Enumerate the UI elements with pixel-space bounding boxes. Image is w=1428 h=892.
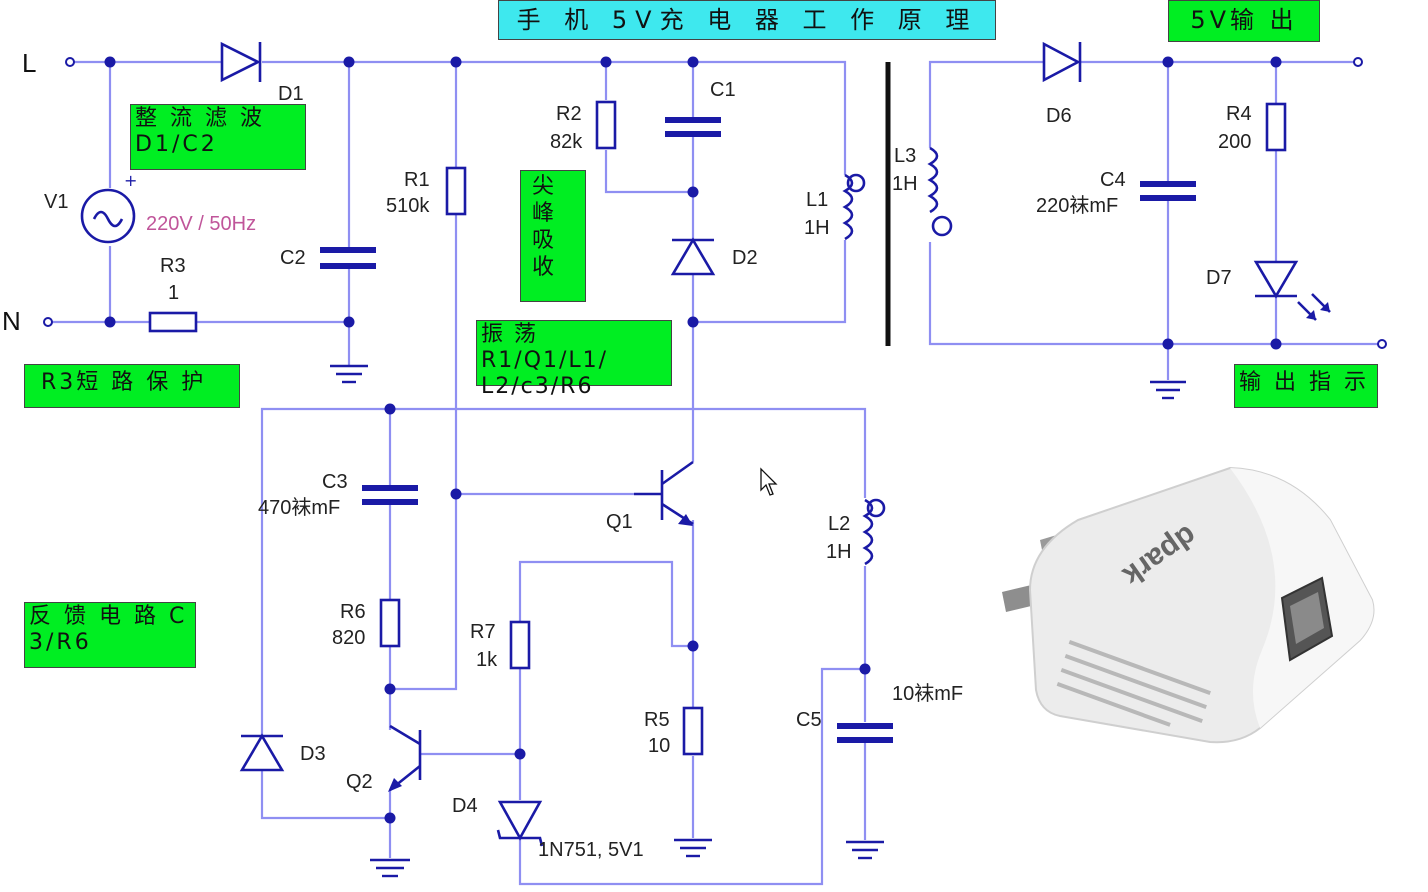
- components-l2-value-label: 1H: [826, 541, 852, 563]
- components-q2-label: Q2: [346, 771, 373, 793]
- feedback-annotation: 反 馈 电 路 C 3/R6: [24, 602, 196, 668]
- indicator-annotation: 输 出 指 示: [1234, 364, 1378, 408]
- components-r4-value-label: 200: [1218, 131, 1251, 153]
- led-light-icon: [1297, 293, 1331, 321]
- mouse-cursor-icon: [760, 467, 778, 496]
- components-c3-value-label: 470袜mF: [258, 496, 340, 519]
- components-d7-label: D7: [1206, 267, 1232, 289]
- ground-r5: [674, 838, 712, 858]
- components-d4-value-label: 1N751, 5V1: [538, 839, 644, 861]
- ac-source-v1: + V1 220V / 50Hz: [44, 171, 256, 244]
- r3-protect-annotation: R3短 路 保 护: [24, 364, 240, 408]
- components-d1-label: D1: [278, 83, 304, 105]
- components-r3-value-label: 1: [168, 282, 179, 304]
- components-l3-label: L3: [894, 145, 916, 167]
- capacitor-c5: C5 10袜mF: [796, 682, 963, 743]
- components-r4-label: R4: [1226, 103, 1252, 125]
- ground-q2: [370, 858, 410, 878]
- resistor-r6: R6 820: [332, 598, 401, 649]
- components-c3-label: C3: [322, 471, 348, 493]
- spike-annotation: 尖峰吸收: [520, 170, 586, 302]
- components-r7-label: R7: [470, 621, 496, 643]
- diode-d1: D1: [220, 41, 304, 105]
- ground-c2: [330, 364, 368, 384]
- led-d7: D7: [1206, 260, 1331, 321]
- components-c4-value-label: 220袜mF: [1036, 194, 1118, 217]
- components-r6-value-label: 820: [332, 627, 365, 649]
- components-r2-value-label: 82k: [550, 131, 583, 153]
- components-l1-label: L1: [806, 189, 828, 211]
- resistor-r4: R4 200: [1218, 102, 1287, 153]
- ground-c4: [1150, 380, 1186, 400]
- rectifier-annotation: 整 流 滤 波 D1/C2: [130, 104, 306, 170]
- components-c5-label: C5: [796, 709, 822, 731]
- components-l3-value-label: 1H: [892, 173, 918, 195]
- components-v1-value-label: 220V / 50Hz: [146, 213, 256, 235]
- zener-d4: D4 1N751, 5V1: [452, 795, 644, 861]
- components-q1-label: Q1: [606, 511, 633, 533]
- resistor-r1: R1 510k: [386, 166, 467, 217]
- components-r1-label: R1: [404, 169, 430, 191]
- svg-text:+: +: [124, 171, 137, 190]
- diode-d2: D2: [670, 237, 758, 276]
- capacitor-c1: C1: [665, 79, 736, 137]
- terminal-n-label: N: [2, 306, 21, 336]
- charger-photo: dpark: [996, 462, 1376, 750]
- components-r1-value-label: 510k: [386, 195, 430, 217]
- inductor-l1: L1 1H: [804, 173, 866, 241]
- oscillator-annotation: 振 荡 R1/Q1/L1/ L2/c3/R6: [476, 320, 672, 399]
- transistor-q1: Q1: [606, 460, 694, 533]
- ground-c5: [846, 840, 884, 860]
- transistor-q2: Q2: [346, 724, 422, 793]
- resistor-r2: R2 82k: [550, 100, 617, 153]
- components-v1-label: V1: [44, 191, 68, 213]
- terminals: L N: [2, 48, 1387, 349]
- inductor-l3: L3 1H: [892, 145, 953, 237]
- components-r3-label: R3: [160, 255, 186, 277]
- capacitor-c2: C2: [280, 247, 376, 269]
- components-l2-label: L2: [828, 513, 850, 535]
- capacitor-c3: C3 470袜mF: [258, 471, 418, 519]
- components-d6-label: D6: [1046, 105, 1072, 127]
- diode-d3: D3: [239, 733, 326, 772]
- components-c1-label: C1: [710, 79, 736, 101]
- page-title: 手 机 5V充 电 器 工 作 原 理: [498, 0, 996, 40]
- ac-source-icon: [80, 188, 136, 244]
- capacitor-c4: C4 220袜mF: [1036, 169, 1196, 217]
- components-l1-value-label: 1H: [804, 217, 830, 239]
- components-r2-label: R2: [556, 103, 582, 125]
- components-c4-label: C4: [1100, 169, 1126, 191]
- output-title: 5V输 出: [1168, 0, 1320, 42]
- resistor-r7: R7 1k: [470, 620, 531, 671]
- resistor-r3: R3 1: [148, 255, 198, 333]
- components-d2-label: D2: [732, 247, 758, 269]
- terminal-l-label: L: [22, 48, 36, 78]
- components-d3-label: D3: [300, 743, 326, 765]
- wires: [50, 60, 1382, 886]
- junction-nodes: [104, 56, 1282, 824]
- components-r6-label: R6: [340, 601, 366, 623]
- diode-d6: D6: [1042, 41, 1082, 127]
- components-c2-label: C2: [280, 247, 306, 269]
- components-r5-value-label: 10: [648, 735, 670, 757]
- resistor-r5: R5 10: [644, 706, 704, 757]
- components-r7-value-label: 1k: [476, 649, 498, 671]
- components-r5-label: R5: [644, 709, 670, 731]
- components-d4-label: D4: [452, 795, 478, 817]
- inductor-l2: L2 1H: [826, 498, 886, 566]
- components-c5-value-label: 10袜mF: [892, 682, 963, 705]
